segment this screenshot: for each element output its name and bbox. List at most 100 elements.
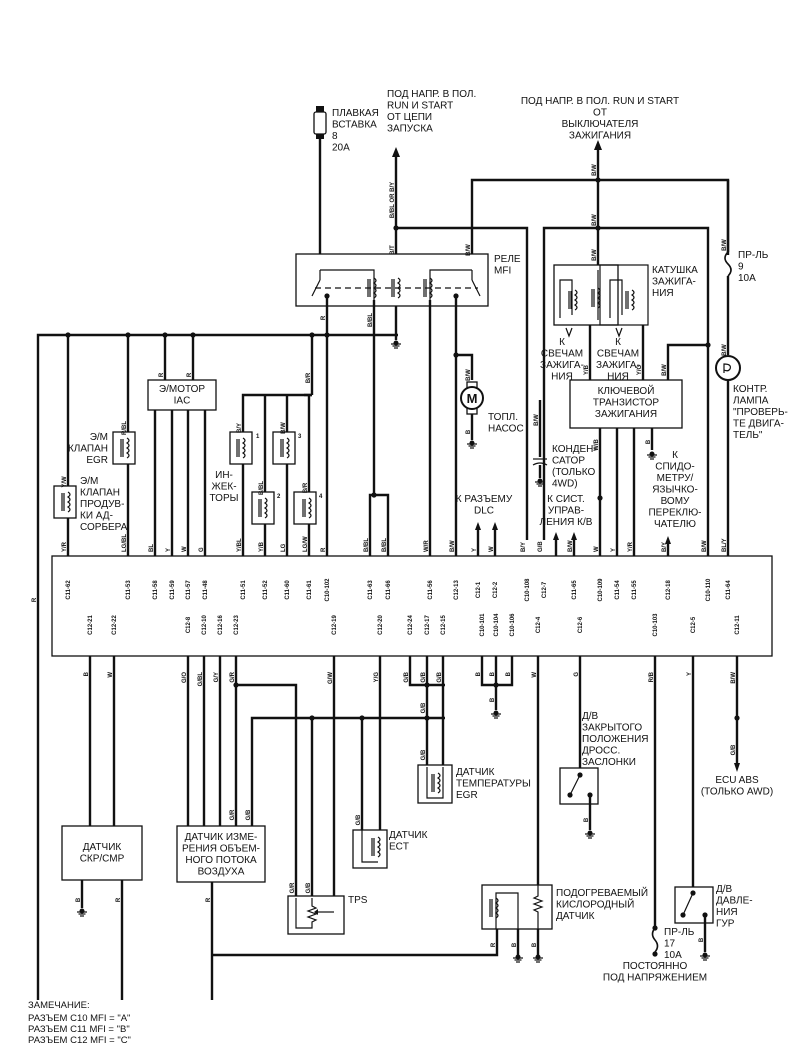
ecu-pin-label: C12-8	[186, 616, 192, 633]
ecu-pin-label: C11-54	[615, 580, 621, 600]
label-line: НИЯ	[607, 372, 629, 383]
label-line: ОТ ЦЕПИ	[387, 112, 432, 123]
ecu-pin-label: C11-48	[203, 580, 209, 600]
label-line: КОНДЕН-	[552, 444, 597, 455]
label-line: НИЯ	[551, 372, 573, 383]
wire-color-label: G/B	[437, 671, 443, 682]
ac-control-label: К СИСТ.УПРАВ-ЛЕНИЯ К/В	[540, 494, 593, 528]
label-line: МЕТРУ/	[657, 473, 694, 484]
note-title: ЗАМЕЧАНИЕ:	[28, 1000, 90, 1011]
ecu-pin-label: C12-10	[202, 615, 208, 635]
wire-color-label: Y/R	[628, 541, 634, 552]
label-line: НИЯ	[652, 288, 674, 299]
label-line: ТОРЫ	[210, 493, 239, 504]
label-line: ТЕМПЕРАТУРЫ	[456, 779, 531, 790]
wire-color-label: B	[490, 697, 496, 702]
label-line: ПОД НАПР. В ПОЛ. RUN И START	[521, 96, 679, 107]
label-line: ГУР	[716, 919, 735, 930]
label-line: СПИДО-	[655, 462, 694, 473]
label-line: ДАТЧИК	[456, 767, 495, 778]
label-line: "ПРОВЕРЬ-	[733, 407, 788, 418]
svg-text:3: 3	[298, 434, 302, 440]
wire-color-label: Y/BL	[237, 538, 243, 552]
ecu-pin-label: C10-102	[325, 578, 331, 602]
label-line: КЛАПАН	[68, 444, 108, 455]
ecu-pin-label: C12-5	[691, 616, 697, 633]
wire-color-label: G/BL	[198, 672, 204, 687]
ecu-pin-label: C10-109	[598, 578, 604, 602]
ecu-pin-label: C12-11	[735, 615, 741, 635]
label-line: НОГО ПОТОКА	[185, 855, 257, 866]
label-line: ТОПЛ.	[488, 412, 518, 423]
label-line: (ТОЛЬКО	[552, 467, 595, 478]
label-line: К РАЗЪЕМУ	[456, 494, 513, 505]
wire-color-label: G/O	[182, 672, 188, 683]
label-line: ПОЛОЖЕНИЯ	[582, 734, 649, 745]
wire-color-label: B	[699, 937, 705, 942]
label-line: MFI	[494, 266, 511, 277]
label-line: КЛЮЧЕВОЙ	[598, 384, 655, 397]
ecu-pin-label: C12-18	[666, 580, 672, 600]
label-line: Д/В	[716, 884, 733, 895]
wire-color-label: Y	[611, 548, 617, 552]
wire-color-label: B/R	[303, 482, 309, 493]
wire-color-label: G/B	[731, 744, 737, 755]
label-line: ЗАЖИГАНИЯ	[595, 409, 657, 420]
wire-color-label: W	[594, 546, 600, 552]
label-line: ПОДОГРЕВАЕМЫЙ	[556, 886, 648, 899]
wire-color-label: BL/Y	[722, 538, 728, 552]
label-line: ПОД НАПР. В ПОЛ.	[387, 89, 476, 100]
wire-color-label: B	[84, 671, 90, 676]
label-line: РАЗЪЕМ C11 MFI = "B"	[28, 1024, 130, 1035]
wire-color-label: LG/BL	[122, 534, 128, 552]
label-line: НИЯ	[716, 907, 738, 918]
wire-color-label: B	[490, 671, 496, 676]
ecu-pin-label: C10-108	[525, 578, 531, 602]
wire-color-label: B/BL	[382, 538, 388, 552]
tps: TPS	[287, 895, 368, 935]
ecu-pin-label: C11-62	[66, 580, 72, 600]
wire-color-label: B/Y	[521, 542, 527, 552]
wire-color-label: B/W	[702, 540, 708, 552]
ecu-pin-label: C11-52	[263, 580, 269, 600]
ecu-pin-label: C12-4	[536, 616, 542, 633]
wire-color-label: B/Y	[662, 542, 668, 552]
wire-color-label: R/B	[649, 671, 655, 682]
wire-color-label: G/B	[404, 671, 410, 682]
ecu-pin-label: C10-104	[494, 613, 500, 637]
label-line: ДАТЧИК	[389, 830, 428, 841]
label-line: DLC	[474, 506, 494, 517]
ecu-pin-label: C11-56	[428, 580, 434, 600]
wire-color-label: G/R	[230, 671, 236, 682]
wire-color-label: G/B	[356, 814, 362, 825]
wire-color-label: B/BL	[364, 538, 370, 552]
ecu-pin-label: C11-55	[632, 580, 638, 600]
wire-color-label: B	[466, 429, 472, 434]
component-label: ТОПЛ.НАСОС	[488, 412, 524, 435]
wire-color-label: Y/G	[637, 365, 643, 376]
ecu-pin-label: C11-58	[153, 580, 159, 600]
label-line: РЕНИЯ ОБЪЕМ-	[182, 844, 260, 855]
label-line: ПЛАВКАЯ	[332, 108, 379, 119]
wire-color-label: B	[512, 942, 518, 947]
wire-color-label: G/R	[230, 809, 236, 820]
label-line: (ТОЛЬКО AWD)	[701, 787, 773, 798]
ecu-top-pins: C11-62Y/RC11-53LG/BLC11-58BLC11-59YC11-5…	[62, 534, 732, 602]
